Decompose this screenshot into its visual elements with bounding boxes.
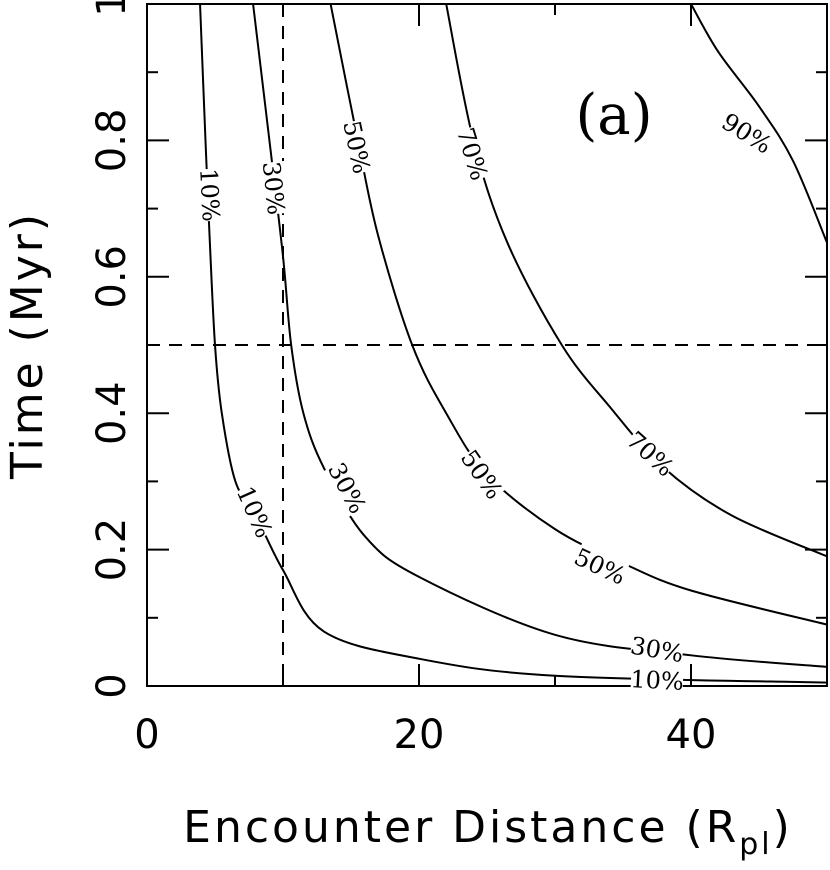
contour-label-group: 70%	[450, 124, 494, 184]
y-tick-label: 0.2	[89, 518, 135, 582]
contour-label-bg	[628, 630, 686, 670]
contour-label-bg	[630, 664, 684, 697]
contour-label-group: 50%	[454, 444, 509, 505]
contour-label-bg	[255, 160, 292, 216]
contour-lines	[199, 4, 827, 684]
contour-label: 50%	[570, 543, 630, 591]
tick-labels: 0 20 40 0 0.2 0.4 0.6 0.8 1	[89, 0, 716, 758]
contour-label-group: 90%	[716, 107, 777, 161]
x-tick-label: 20	[394, 712, 445, 758]
contour-label: 30%	[257, 160, 290, 216]
y-axis-label: Time (Myr)	[2, 211, 53, 480]
contour-label: 50%	[455, 445, 509, 505]
contour-label-bg	[450, 124, 494, 184]
contour-10pct	[199, 4, 827, 684]
contour-label-bg	[193, 168, 226, 222]
contour-label: 10%	[194, 168, 225, 223]
contour-label-bg	[321, 458, 373, 519]
y-tick-label: 1	[89, 0, 135, 17]
y-tick-label: 0.8	[89, 109, 135, 173]
contour-label-bg	[569, 542, 630, 592]
contour-label-group: 10%	[230, 482, 279, 542]
contour-label-group: 50%	[569, 542, 630, 592]
y-tick-label: 0.6	[89, 245, 135, 309]
contour-label-group: 50%	[336, 118, 377, 176]
x-axis-label-close: )	[773, 802, 793, 853]
y-tick-label: 0.4	[89, 381, 135, 445]
contour-label: 90%	[717, 108, 777, 160]
contour-label-bg	[716, 107, 777, 161]
contour-label-bg	[454, 444, 509, 505]
contour-90pct	[690, 4, 827, 244]
contour-label: 30%	[322, 458, 372, 518]
panel-label: (a)	[575, 83, 652, 148]
contour-label-bg	[230, 482, 279, 542]
contour-50pct	[329, 4, 827, 626]
contour-30pct	[252, 4, 827, 668]
x-axis-label: Encounter Distance (Rpl)	[183, 802, 793, 862]
contour-label-group: 30%	[321, 458, 373, 519]
contour-label-group: 10%	[193, 168, 226, 223]
reference-lines	[147, 4, 827, 686]
contour-label-group: 30%	[628, 630, 686, 670]
contour-label: 10%	[231, 482, 278, 542]
contour-label-bg	[336, 118, 377, 176]
contour-label-bg	[620, 425, 680, 483]
contour-label: 30%	[628, 631, 685, 668]
axis-ticks	[146, 3, 828, 687]
x-tick-label: 0	[134, 712, 159, 758]
contour-label-group: 10%	[630, 664, 685, 697]
contour-label: 50%	[337, 118, 375, 176]
x-tick-label: 40	[666, 712, 717, 758]
contour-label: 10%	[630, 665, 685, 696]
contour-label-group: 30%	[255, 160, 292, 216]
y-tick-label: 0	[89, 673, 135, 698]
x-axis-label-main: Encounter Distance (R	[183, 802, 739, 853]
x-axis-label-subscript: pl	[739, 827, 772, 862]
